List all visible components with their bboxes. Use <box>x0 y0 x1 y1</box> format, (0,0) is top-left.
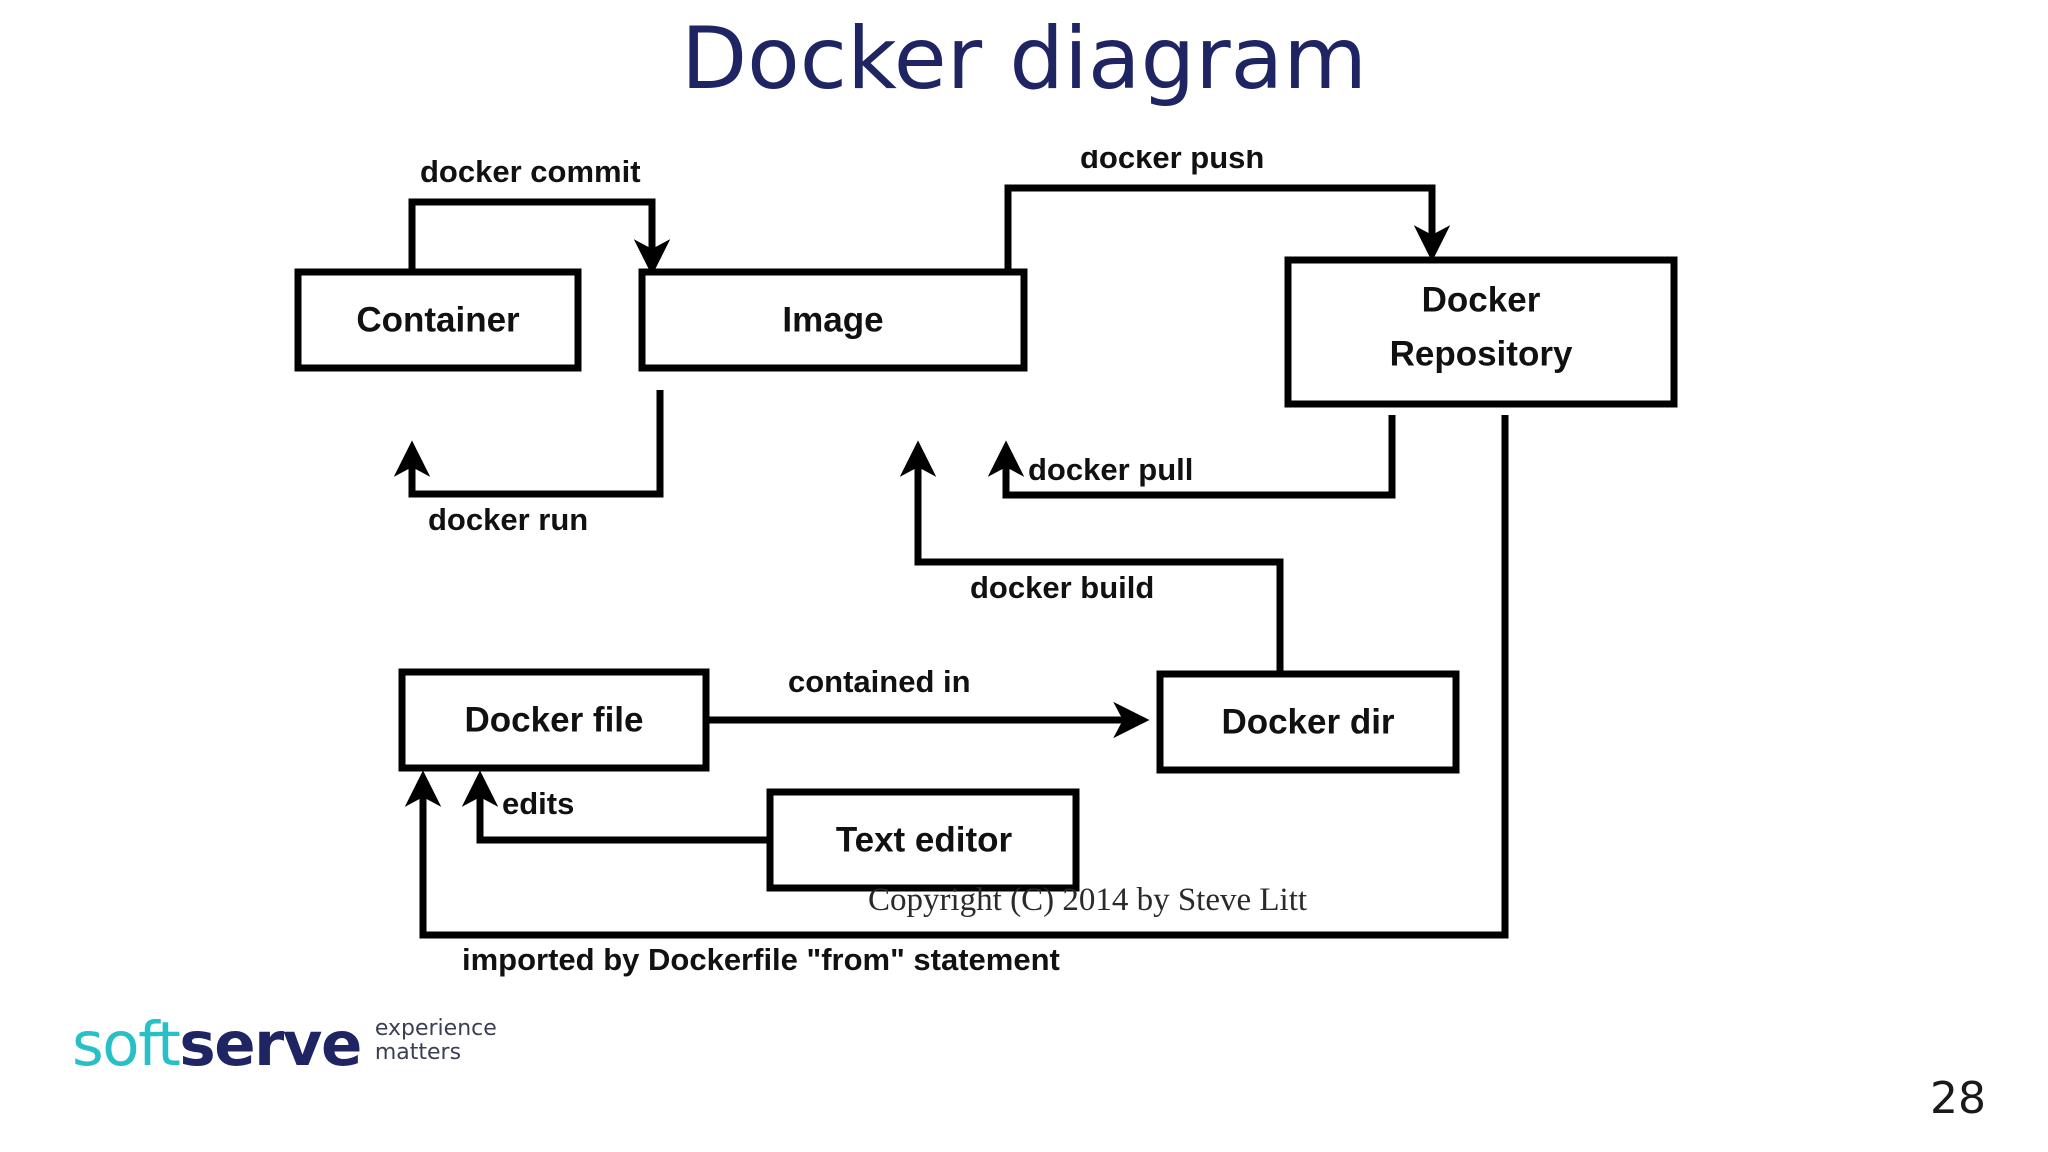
logo-soft-text: soft <box>72 1009 181 1080</box>
edge-imported-by: imported by Dockerfile "from" statement <box>404 415 1509 977</box>
node-text-editor[interactable]: Text editor <box>766 788 1080 892</box>
logo-serve-text: serve <box>179 1009 362 1080</box>
docker-file-box[interactable] <box>398 668 710 772</box>
text-editor-box[interactable] <box>766 788 1080 892</box>
docker-repository-box[interactable] <box>1284 256 1678 408</box>
logo-tagline: experience matters <box>374 1015 497 1074</box>
logo-wordmark: softserve <box>72 1014 362 1075</box>
text-editor-label: Text editor <box>836 820 1013 859</box>
docker-push-arrow <box>1004 184 1451 335</box>
image-label: Image <box>782 300 883 339</box>
edge-docker-pull: docker pull <box>987 415 1396 499</box>
edge-edits: edits <box>461 770 770 844</box>
imported-by-arrow <box>404 415 1509 939</box>
docker-dir-box[interactable] <box>1156 670 1460 774</box>
node-docker-file[interactable]: Docker file <box>398 668 710 772</box>
page-title: Docker diagram <box>680 9 1368 109</box>
container-label: Container <box>356 300 520 339</box>
diagram-svg: docker commit docker run docker push doc… <box>294 150 1678 977</box>
docker-commit-label: docker commit <box>420 154 641 189</box>
softserve-logo: softserve experience matters <box>72 1014 497 1075</box>
edge-contained-in: contained in <box>708 664 1150 739</box>
copyright-notice: Copyright (C) 2014 by Steve Litt <box>868 882 1307 918</box>
node-docker-repository[interactable]: Docker Repository <box>1284 256 1678 408</box>
docker-build-arrow <box>899 440 1284 674</box>
edge-docker-push: docker push <box>1004 150 1451 335</box>
node-docker-dir[interactable]: Docker dir <box>1156 670 1460 774</box>
docker-dir-label: Docker dir <box>1221 702 1394 741</box>
docker-run-arrow <box>393 390 664 498</box>
edge-docker-build: docker build <box>899 440 1284 674</box>
image-box[interactable] <box>638 268 1028 372</box>
edge-docker-run: docker run <box>393 390 664 537</box>
docker-repository-label-line2: Repository <box>1390 334 1573 373</box>
container-box[interactable] <box>294 268 582 372</box>
logo-tagline-line2: matters <box>374 1040 462 1066</box>
docker-file-label: Docker file <box>465 700 644 739</box>
docker-diagram: docker commit docker run docker push doc… <box>280 150 1760 1000</box>
contained-in-label: contained in <box>788 664 971 699</box>
edits-arrow <box>461 770 770 844</box>
docker-repository-label-line1: Docker <box>1422 280 1541 319</box>
edits-label: edits <box>502 786 574 821</box>
docker-pull-label: docker pull <box>1028 452 1193 487</box>
logo-tagline-line1: experience <box>374 1015 497 1041</box>
docker-pull-arrow <box>987 415 1396 499</box>
node-image[interactable]: Image <box>638 268 1028 372</box>
docker-build-label: docker build <box>970 570 1154 605</box>
docker-push-label: docker push <box>1080 150 1264 175</box>
node-container[interactable]: Container <box>294 268 582 372</box>
imported-by-label: imported by Dockerfile "from" statement <box>462 942 1060 977</box>
docker-run-label: docker run <box>428 502 588 537</box>
page-number: 28 <box>1930 1073 1986 1124</box>
